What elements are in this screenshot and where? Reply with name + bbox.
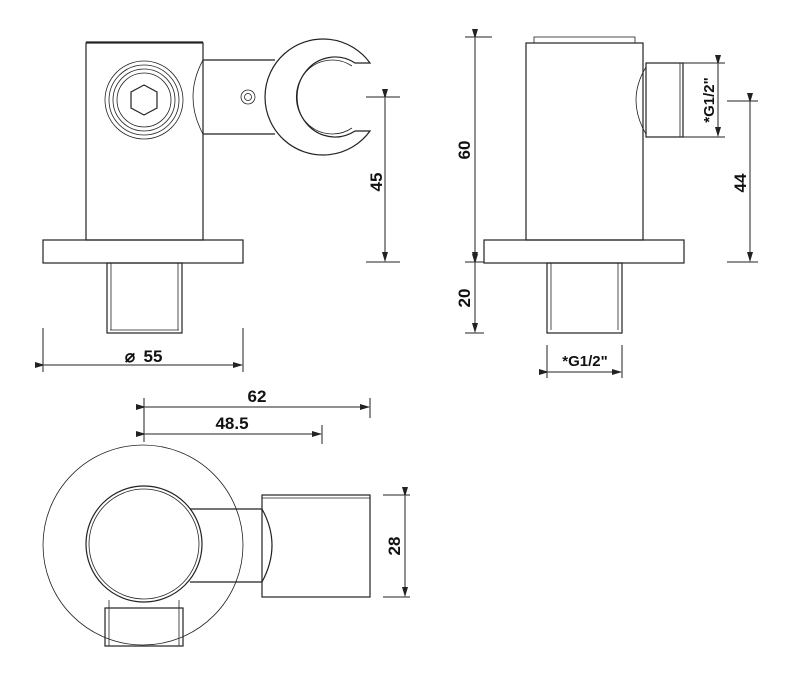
length-62-label: 62: [248, 387, 267, 406]
front-view: 45 ⌀ 55: [35, 38, 400, 372]
diameter-55-label: 55: [144, 347, 163, 366]
outlet-thread-label: *G1/2": [701, 77, 718, 122]
height-44-label: 44: [731, 173, 750, 192]
inlet-thread-label: *G1/2": [562, 353, 607, 370]
height-45-label: 45: [367, 173, 386, 192]
diameter-symbol: ⌀: [125, 347, 136, 366]
length-48-5-label: 48.5: [215, 414, 248, 433]
width-28-label: 28: [385, 537, 404, 556]
side-view: 60 20 *G1/2" 44 *G1/2": [455, 29, 758, 378]
top-view: 62 48.5 28: [42, 387, 410, 647]
height-60-label: 60: [455, 141, 474, 160]
thread-20-label: 20: [455, 289, 474, 308]
